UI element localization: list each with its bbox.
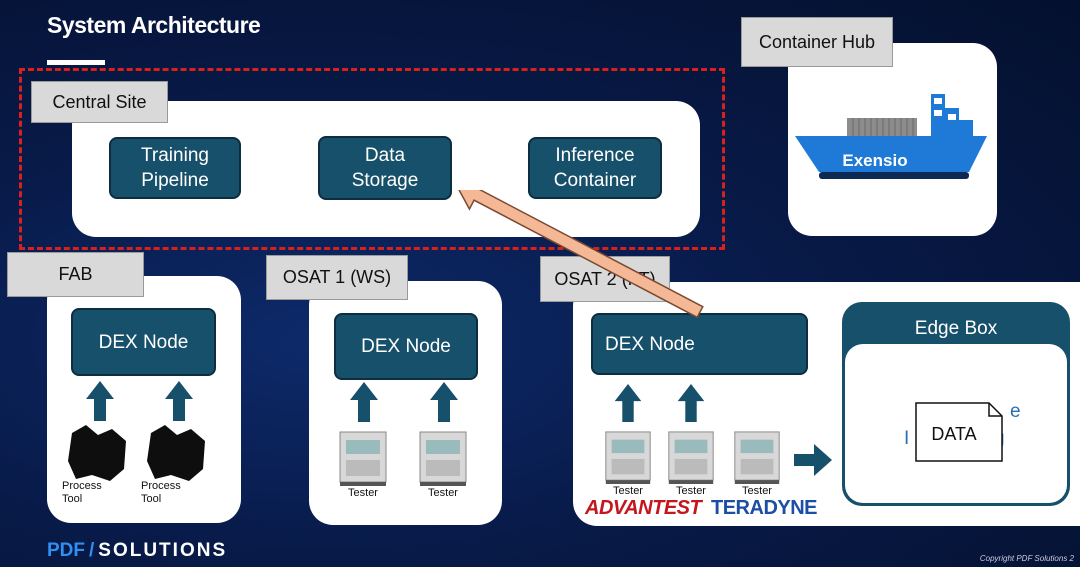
fab-up-arrow-icon-2 <box>165 381 193 421</box>
ship-icon <box>795 94 987 179</box>
osat2-up-arrow-icon-1 <box>614 384 642 422</box>
company-logo: PDF / SOLUTIONS <box>47 540 227 562</box>
ship-label: Exensio <box>842 151 908 170</box>
tester-icon-osat2-3 <box>734 431 780 484</box>
tester-icon-osat2-1 <box>605 431 651 484</box>
osat1-up-arrow-icon-2 <box>430 382 458 422</box>
osat1-up-arrow-icon-1 <box>350 382 378 422</box>
inference-container-node[interactable]: Inference Container <box>528 137 662 199</box>
teradyne-logo: TERADYNE <box>711 497 818 519</box>
process-tool-label-2: Process Tool <box>141 480 181 505</box>
copyright-text: Copyright PDF Solutions 2 <box>979 554 1074 563</box>
training-pipeline-node[interactable]: Training Pipeline <box>109 137 241 199</box>
logo-solutions: SOLUTIONS <box>98 540 228 561</box>
tester-label-osat2-1: Tester <box>613 485 643 497</box>
right-arrow-icon <box>794 444 832 476</box>
osat1-dex-node[interactable]: DEX Node <box>334 313 478 380</box>
edge-box-background-text-2: I <box>904 428 910 449</box>
data-label: DATA <box>931 424 977 444</box>
data-storage-node[interactable]: Data Storage <box>318 136 452 200</box>
data-document-icon <box>915 402 1003 462</box>
advantest-logo: ADVANTEST <box>585 497 702 519</box>
tester-icon-osat1-1 <box>339 431 387 486</box>
process-tool-label-1: Process Tool <box>62 480 102 505</box>
title-underline <box>47 60 105 65</box>
logo-pdf: PDF <box>47 540 85 561</box>
process-tool-icon-2 <box>147 425 205 481</box>
tester-label-osat2-3: Tester <box>742 485 772 497</box>
osat1-tag: OSAT 1 (WS) <box>266 255 408 300</box>
tester-label-osat2-2: Tester <box>676 485 706 497</box>
upload-arrow-icon <box>454 190 704 319</box>
central-site-boundary <box>19 68 725 250</box>
osat2-up-arrow-icon-2 <box>677 384 705 422</box>
osat2-dex-node[interactable]: DEX Node <box>591 313 808 375</box>
fab-tag: FAB <box>7 252 144 297</box>
tester-icon-osat2-2 <box>668 431 714 484</box>
tester-icon-osat1-2 <box>419 431 467 486</box>
tester-label-osat1-2: Tester <box>428 487 458 499</box>
fab-up-arrow-icon-1 <box>86 381 114 421</box>
page-title: System Architecture <box>47 12 261 38</box>
central-site-tag: Central Site <box>31 81 168 123</box>
process-tool-icon-1 <box>68 425 126 481</box>
tester-label-osat1-1: Tester <box>348 487 378 499</box>
edge-box-background-text-1: e <box>1010 401 1021 422</box>
fab-dex-node[interactable]: DEX Node <box>71 308 216 376</box>
container-hub-tag: Container Hub <box>741 17 893 67</box>
logo-slash: / <box>89 540 95 561</box>
edge-box-title: Edge Box <box>914 318 998 339</box>
